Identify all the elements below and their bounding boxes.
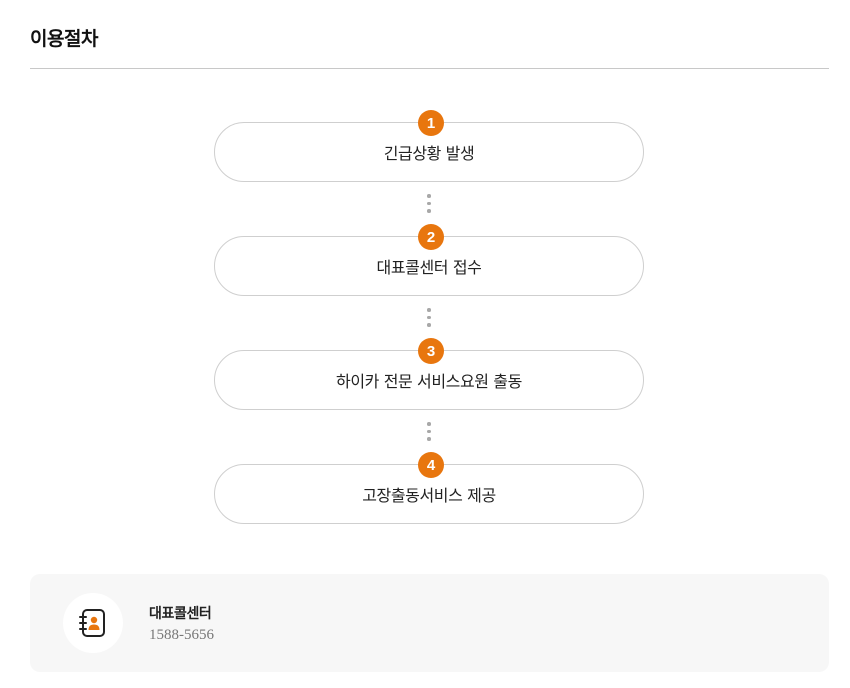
call-center-phone: 1588-5656	[149, 627, 214, 643]
step-1: 1 긴급상황 발생	[214, 110, 644, 182]
step-2: 2 대표콜센터 접수	[214, 224, 644, 296]
step-connector	[427, 194, 431, 213]
step-number-badge: 1	[418, 110, 444, 136]
call-center-name: 대표콜센터	[149, 606, 212, 622]
step-3: 3 하이카 전문 서비스요원 출동	[214, 338, 644, 410]
step-number-badge: 2	[418, 224, 444, 250]
call-center-info: 대표콜센터 1588-5656	[30, 574, 829, 672]
step-number-badge: 4	[418, 452, 444, 478]
step-label: 고장출동서비스 제공	[362, 486, 496, 505]
step-connector	[427, 422, 431, 441]
page-title: 이용절차	[30, 28, 98, 50]
step-connector	[427, 308, 431, 327]
step-label: 하이카 전문 서비스요원 출동	[336, 372, 522, 391]
step-label: 긴급상황 발생	[383, 144, 475, 163]
step-label: 대표콜센터 접수	[376, 258, 482, 277]
title-divider	[30, 68, 829, 69]
step-4: 4 고장출동서비스 제공	[214, 452, 644, 524]
step-number-badge: 3	[418, 338, 444, 364]
address-book-icon	[63, 593, 123, 653]
